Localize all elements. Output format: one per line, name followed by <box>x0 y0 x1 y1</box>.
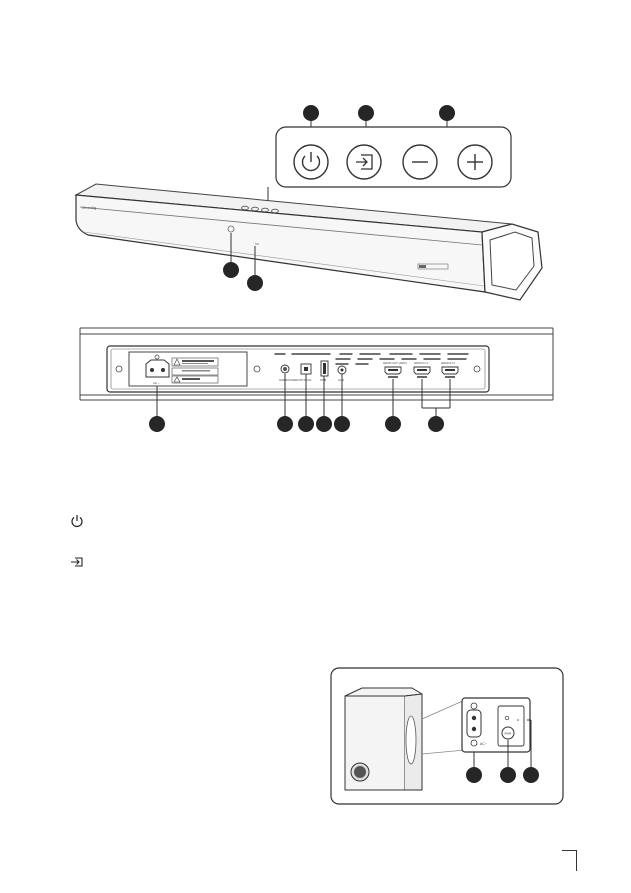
power-icon <box>71 515 83 528</box>
ac-label: AC ~ <box>153 381 160 385</box>
screw-right <box>473 365 481 373</box>
callout-ir-sensor <box>223 262 239 278</box>
brand-logo: Grundig <box>82 205 96 210</box>
ac-socket: AC ~ <box>145 354 170 385</box>
screw-left <box>115 365 123 373</box>
callout-aux <box>334 416 350 432</box>
subwoofer-panel: AC~ PAIR <box>461 697 531 753</box>
subwoofer-led <box>504 715 510 721</box>
pair-button[interactable]: PAIR <box>501 726 515 740</box>
subwoofer-cabinet <box>344 687 423 791</box>
input-icon <box>356 154 373 170</box>
dolby-badge <box>417 263 449 270</box>
callout-hdmi-out <box>385 416 401 432</box>
top-buttons <box>241 205 279 214</box>
volume-up-button[interactable] <box>457 144 493 180</box>
vent-slots <box>274 353 469 365</box>
subwoofer-port: SUBWOOFER <box>279 364 300 382</box>
callout-usb <box>316 416 332 432</box>
soundbar-rear-illustration: AC ~ SUBWOOFER OPTICAL USB <box>79 327 554 432</box>
callout-power <box>303 105 319 121</box>
subwoofer-illustration: AC~ PAIR <box>330 667 564 805</box>
soundbar-front-illustration: Grundig <box>74 105 543 301</box>
svg-text:USB: USB <box>320 378 326 382</box>
svg-text:AUX: AUX <box>338 378 344 382</box>
svg-text:HDMI OUT (ARC): HDMI OUT (ARC) <box>383 361 407 365</box>
page-corner-mark <box>562 850 577 871</box>
svg-text:PAIR: PAIR <box>505 732 513 736</box>
svg-text:HDMI IN 1: HDMI IN 1 <box>414 361 428 365</box>
soundbar-body: Grundig <box>74 183 543 301</box>
callout-optical <box>298 416 314 432</box>
callout-sub-ac <box>466 767 482 783</box>
callout-input <box>358 105 374 121</box>
subwoofer-ac-socket: AC~ <box>466 702 487 747</box>
callout-volume <box>439 105 455 121</box>
svg-text:HDMI IN 2: HDMI IN 2 <box>441 361 455 365</box>
callout-ac <box>149 416 165 432</box>
hdmi-out-port: HDMI OUT (ARC) <box>383 361 407 378</box>
svg-text:SUBWOOFER: SUBWOOFER <box>279 378 300 382</box>
rear-callouts <box>149 416 444 432</box>
ir-sensor <box>227 225 235 233</box>
power-button[interactable] <box>293 144 329 180</box>
volume-down-button[interactable] <box>402 144 438 180</box>
screw-mid <box>253 365 261 373</box>
hdmi-in-1-port: HDMI IN 1 <box>413 361 431 378</box>
input-button[interactable] <box>346 144 382 180</box>
input-icon <box>71 557 83 567</box>
callout-hdmi-in <box>428 416 444 432</box>
callout-subwoofer <box>277 416 293 432</box>
power-icon <box>301 152 321 172</box>
hdmi-in-2-port: HDMI IN 2 <box>441 361 459 378</box>
svg-text:AC~: AC~ <box>480 742 487 746</box>
plus-icon <box>467 154 483 170</box>
callout-sub-pair <box>500 767 516 783</box>
control-panel-zoom <box>267 126 512 207</box>
callout-status-led <box>247 275 263 291</box>
callout-sub-led <box>523 767 539 783</box>
warning-labels <box>171 357 219 384</box>
